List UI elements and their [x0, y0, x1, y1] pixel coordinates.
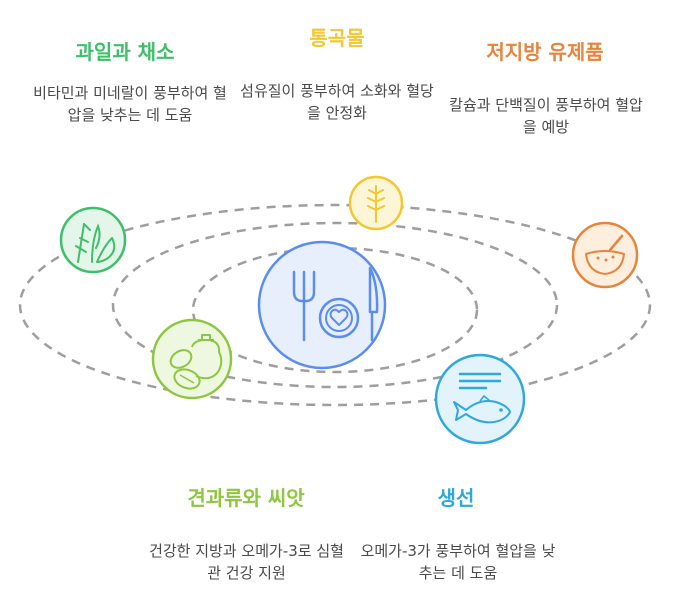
- category-title-fish: 생선: [437, 486, 475, 510]
- category-title-nuts: 견과류와 씨앗: [187, 486, 305, 510]
- plate-icon: [257, 240, 387, 370]
- bowl-icon: [571, 221, 639, 289]
- category-desc-grains: 섬유질이 풍부하여 소화와 혈당을 안정화: [240, 82, 434, 122]
- category-desc-nuts: 건강한 지방과 오메가-3로 심혈관 건강 지원: [149, 542, 344, 582]
- orbit-middle: [111, 221, 559, 389]
- category-desc-fruits: 비타민과 미네랄이 풍부하여 혈압을 낮추는 데 도움: [33, 84, 227, 124]
- fish-icon: [434, 353, 526, 445]
- wheat-icon: [348, 175, 404, 231]
- category-desc-fish: 오메가-3가 풍부하여 혈압을 낮추는 데 도움: [360, 542, 556, 582]
- category-title-fruits: 과일과 채소: [75, 40, 175, 64]
- orbit-outer: [18, 203, 652, 407]
- leaves-icon: [59, 206, 127, 274]
- nuts-icon: [151, 318, 233, 400]
- category-desc-dairy: 칼슘과 단백질이 풍부하여 혈압을 예방: [449, 96, 643, 136]
- category-title-grains: 통곡물: [309, 26, 365, 50]
- category-title-dairy: 저지방 유제품: [486, 40, 604, 64]
